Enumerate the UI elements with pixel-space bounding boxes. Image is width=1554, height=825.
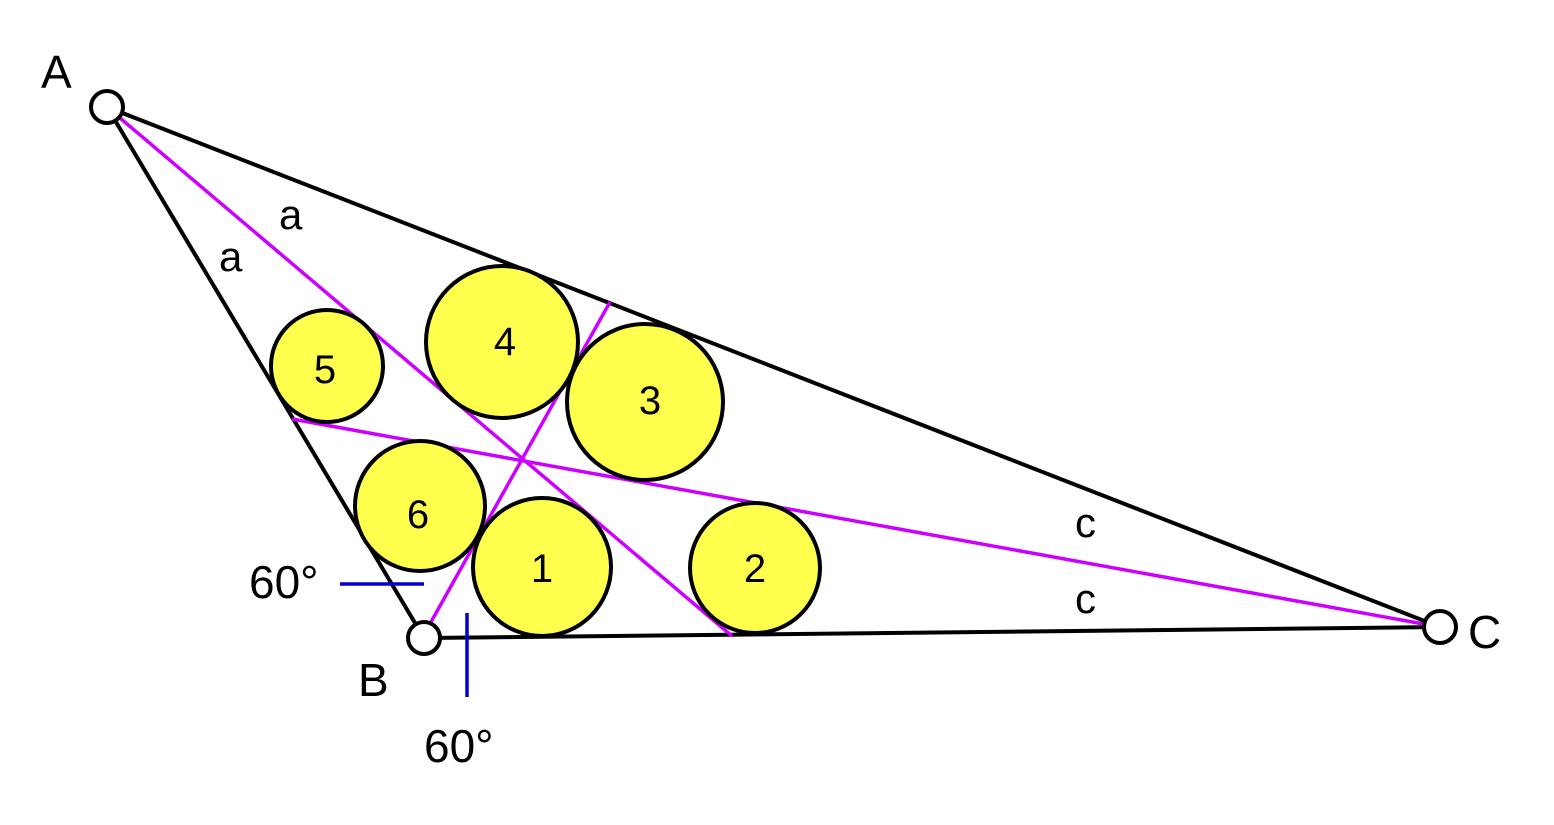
circle-5: 5 [269, 308, 385, 424]
vertex-b-marker [406, 620, 442, 656]
angle-marks [340, 582, 469, 697]
circle-6-label: 6 [407, 493, 429, 537]
angle-label-60-bottom: 60° [424, 720, 494, 772]
circle-5-label: 5 [314, 348, 336, 392]
bisector-from-c [291, 417, 1441, 629]
circle-1-label: 1 [531, 547, 553, 591]
vertex-c-label: C [1468, 606, 1501, 658]
angle-mark-c-upper: c [1075, 499, 1096, 546]
circle-2-shape [688, 501, 822, 635]
circle-6-shape [353, 439, 487, 573]
circle-4-label: 4 [494, 320, 516, 364]
angle-mark-c-lower: c [1075, 575, 1096, 622]
vertex-a-label: A [41, 46, 72, 98]
circle-3-shape [565, 322, 725, 482]
angle-label-60-left: 60° [249, 556, 319, 608]
circle-2-label: 2 [744, 547, 766, 591]
vertex-c-marker [1422, 609, 1458, 645]
circle-4: 4 [424, 264, 580, 420]
circle-4-shape [424, 264, 580, 420]
bisector-from-a [105, 105, 734, 638]
side-ac [106, 105, 1441, 629]
circle-6: 6 [353, 439, 487, 573]
side-bc [423, 625, 1441, 640]
angle-mark-a-upper: a [279, 191, 303, 238]
circle-1: 1 [471, 496, 613, 638]
circle-2: 2 [688, 501, 822, 635]
circle-5-shape [269, 308, 385, 424]
angle-mark-a-lower: a [219, 233, 243, 280]
circle-1-shape [471, 496, 613, 638]
circle-3: 3 [565, 322, 725, 482]
vertex-b-label: B [358, 654, 389, 706]
circle-3-label: 3 [639, 379, 661, 423]
vertex-a-marker [89, 89, 125, 125]
